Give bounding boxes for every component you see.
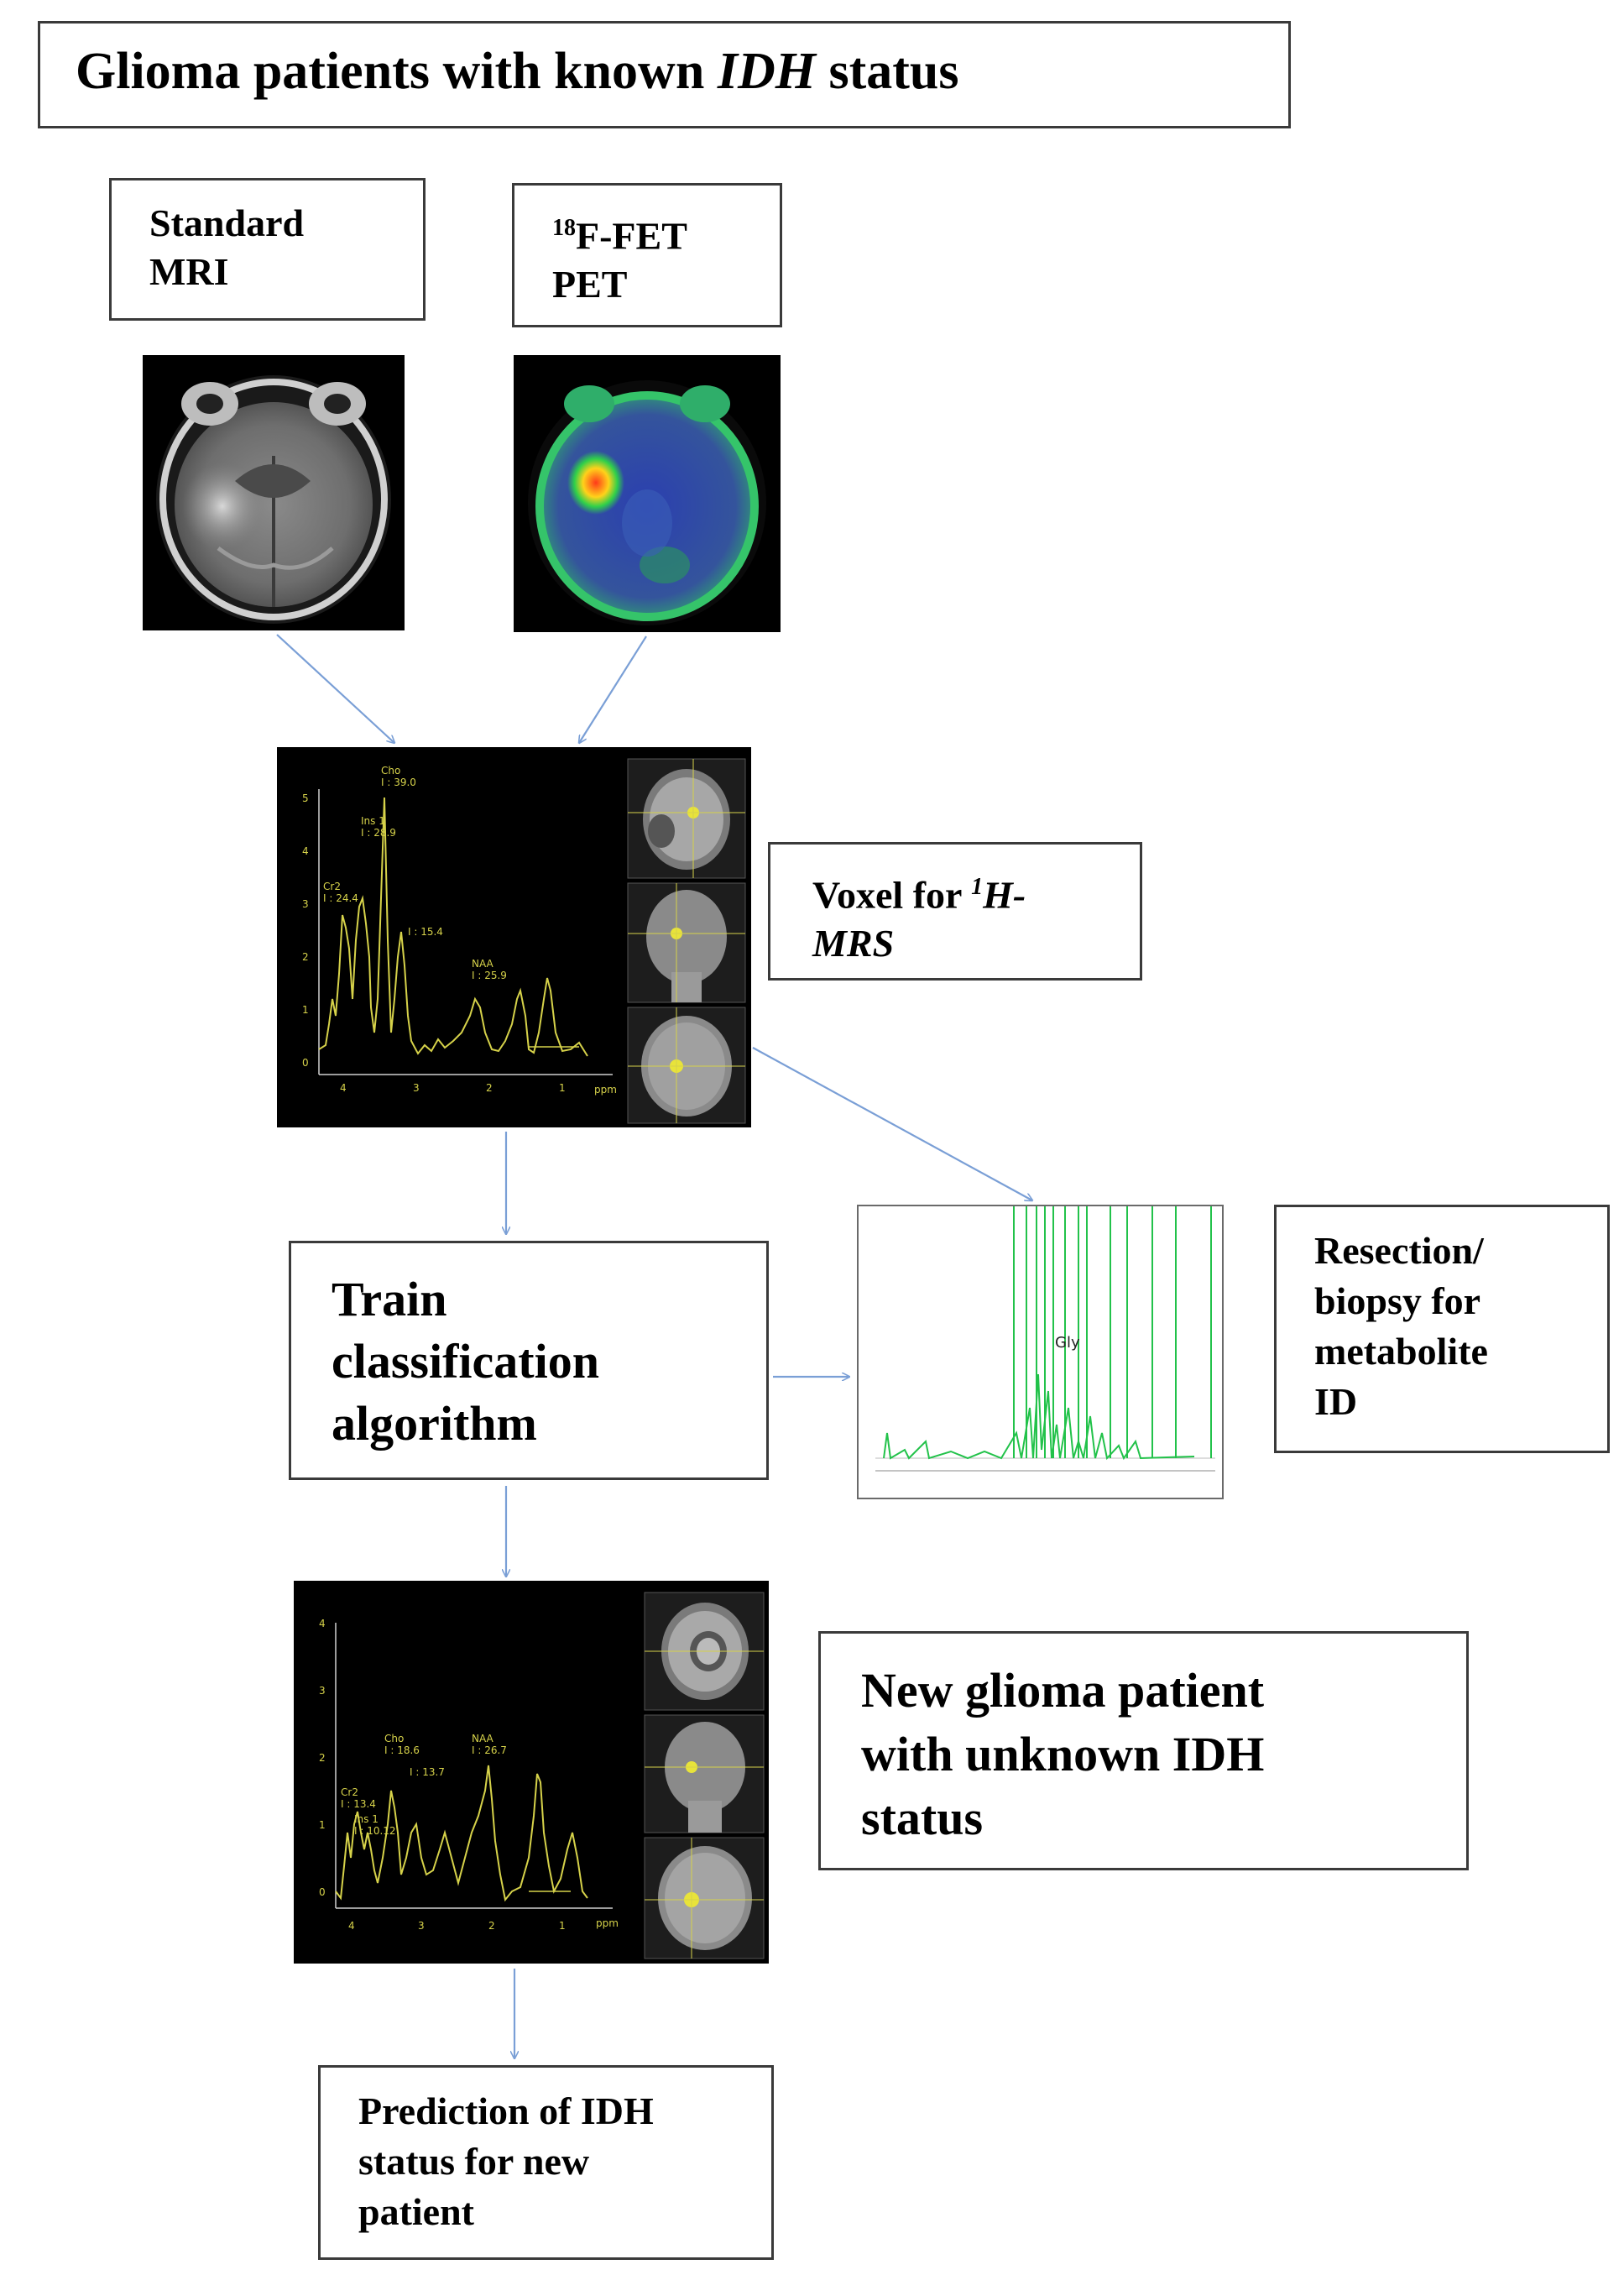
voxel-superscript: 1 — [971, 874, 984, 900]
spec2-xtick-1: 3 — [418, 1920, 425, 1932]
prediction-line2: status for new — [358, 2140, 590, 2183]
train-line2: classification — [332, 1334, 599, 1389]
spec2-peak-value: I : 26.7 — [472, 1744, 507, 1756]
resection-line1: Resection/ — [1314, 1229, 1484, 1272]
spec2-ytick-3: 1 — [319, 1819, 326, 1831]
spec1-ytick-0: 5 — [302, 792, 309, 804]
spec2-peak-value: I : 18.6 — [384, 1744, 420, 1756]
arrow-mri-to-spectrum — [276, 634, 394, 743]
prediction-line1: Prediction of IDH — [358, 2089, 654, 2132]
mrs-spectrum-panel-2: 4 3 2 1 0 4 3 2 1 ppm Cho I : 18.6 NAA I… — [294, 1581, 769, 1964]
spec1-ytick-2: 3 — [302, 898, 309, 910]
voxel-italic-mrs: MRS — [812, 922, 895, 965]
spec2-peak-label: Ins 1 — [354, 1813, 379, 1825]
spec1-xtick-3: 1 — [559, 1082, 566, 1094]
new-patient-line3: status — [861, 1791, 984, 1845]
fet-superscript: 18 — [552, 215, 576, 241]
train-line3: algorithm — [332, 1396, 537, 1451]
spec2-xtick-2: 2 — [488, 1920, 495, 1932]
spec1-peak-value: I : 25.9 — [472, 970, 507, 981]
spec2-peak-label: NAA — [472, 1733, 494, 1744]
spec1-ytick-4: 1 — [302, 1004, 309, 1016]
voxel-box: Voxel for 1H- MRS — [768, 842, 1142, 981]
spec1-peak-value: I : 24.4 — [323, 892, 358, 904]
nmr-gly-label: Gly — [1055, 1334, 1080, 1352]
title-text-end: status — [815, 43, 959, 100]
spec1-peak-label: Cho — [381, 765, 400, 777]
spec1-peak-value: I : 15.4 — [408, 926, 443, 938]
mri-axial-image — [143, 355, 405, 630]
train-classifier-box: Train classification algorithm — [289, 1241, 769, 1480]
spec1-xtick-1: 3 — [413, 1082, 420, 1094]
title-box: Glioma patients with known IDH status — [38, 21, 1291, 128]
title-text-start: Glioma patients with known — [76, 43, 718, 100]
spec1-peak-label: NAA — [472, 958, 494, 970]
spec2-peak-label: Cho — [384, 1733, 404, 1744]
arrow-voxel-to-nmr — [752, 1047, 1032, 1200]
spec2-ytick-4: 0 — [319, 1886, 326, 1898]
spec2-ytick-0: 4 — [319, 1618, 326, 1629]
voxel-line1: Voxel for — [812, 873, 972, 917]
spec1-unit: ppm — [594, 1084, 617, 1096]
spec1-peak-label: Cr2 — [323, 881, 341, 892]
fet-pet-box: 18F-FET PET — [512, 183, 782, 327]
new-patient-line1: New glioma patient — [861, 1663, 1265, 1718]
spec2-peak-label: Cr2 — [341, 1786, 358, 1798]
resection-line2: biopsy for — [1314, 1279, 1481, 1322]
spec2-ytick-2: 2 — [319, 1752, 326, 1764]
spec1-localizer-panes — [627, 758, 746, 1124]
prediction-box: Prediction of IDH status for new patient — [318, 2065, 774, 2260]
spec2-peak-value: I : 10.12 — [354, 1825, 396, 1837]
spec1-xtick-0: 4 — [340, 1082, 347, 1094]
nmr-spectrum-panel: Gly — [857, 1205, 1224, 1499]
spec1-ytick-3: 2 — [302, 951, 309, 963]
fet-pet-line2: PET — [552, 263, 628, 306]
spec1-ytick-1: 4 — [302, 845, 309, 857]
standard-mri-line2: MRI — [149, 250, 229, 293]
new-patient-box: New glioma patient with unknown IDH stat… — [818, 1631, 1469, 1870]
standard-mri-box: Standard MRI — [109, 178, 426, 321]
new-patient-line2: with unknown IDH — [861, 1727, 1265, 1781]
fet-pet-line1: F-FET — [576, 214, 687, 258]
spec1-trace — [318, 797, 588, 1057]
mrs-spectrum-panel-1: 5 4 3 2 1 0 4 3 2 1 ppm Cho I : 39.0 Ins… — [277, 747, 751, 1127]
train-line1: Train — [332, 1272, 447, 1326]
resection-line3: metabolite — [1314, 1330, 1488, 1373]
resection-line4: ID — [1314, 1380, 1358, 1423]
prediction-line3: patient — [358, 2190, 474, 2233]
spec2-peak-value: I : 13.7 — [410, 1766, 445, 1778]
spec2-peak-value: I : 13.4 — [341, 1798, 376, 1810]
spec2-ytick-1: 3 — [319, 1685, 326, 1697]
spec1-xtick-2: 2 — [486, 1082, 493, 1094]
spec1-ytick-5: 0 — [302, 1057, 309, 1069]
spec1-peak-label: Ins 1 — [361, 815, 385, 827]
spec2-unit: ppm — [596, 1917, 619, 1929]
spec2-xtick-0: 4 — [348, 1920, 355, 1932]
arrow-pet-to-spectrum — [579, 635, 647, 743]
spec2-localizer-panes — [644, 1592, 765, 1959]
spec2-trace — [335, 1765, 588, 1902]
spec1-peak-value: I : 39.0 — [381, 777, 416, 788]
voxel-italic-h: H- — [983, 873, 1026, 917]
standard-mri-line1: Standard — [149, 201, 305, 244]
spec2-xtick-3: 1 — [559, 1920, 566, 1932]
pet-axial-image — [514, 355, 781, 632]
spec1-peak-value: I : 28.9 — [361, 827, 396, 839]
title-text-italic: IDH — [717, 43, 816, 100]
resection-box: Resection/ biopsy for metabolite ID — [1274, 1205, 1610, 1453]
